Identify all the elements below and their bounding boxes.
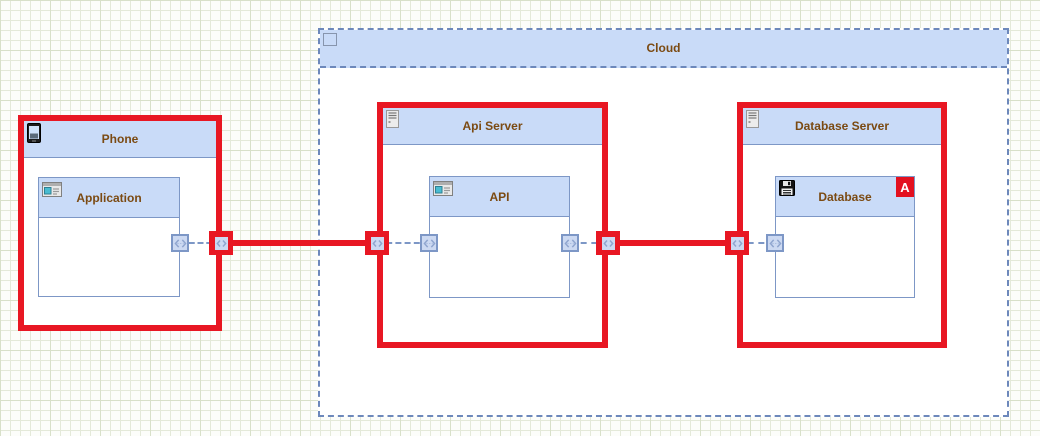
phone-header[interactable]: Phone <box>24 121 216 158</box>
delegation-link-database[interactable] <box>737 242 775 244</box>
boundary-port-apiserver-right[interactable] <box>596 231 620 255</box>
component-application[interactable]: Application <box>38 177 180 297</box>
boundary-port-phone[interactable] <box>209 231 233 255</box>
database-label: Database <box>818 189 872 204</box>
application-label: Application <box>76 190 142 205</box>
window-component-icon <box>42 182 62 197</box>
api-server-header[interactable]: Api Server <box>383 108 602 145</box>
database-server-label: Database Server <box>794 119 890 133</box>
port-api-left[interactable] <box>420 234 438 252</box>
port-bidirectional-arrow-icon <box>731 239 743 247</box>
api-label: API <box>489 189 510 204</box>
port-api-right[interactable] <box>561 234 579 252</box>
server-tower-icon <box>746 110 759 128</box>
database-header[interactable]: Database A <box>776 177 914 217</box>
connector-apiserver-databaseserver[interactable] <box>608 240 737 246</box>
port-bidirectional-arrow-icon <box>215 239 227 247</box>
delegation-link-application[interactable] <box>180 242 221 244</box>
port-bidirectional-arrow-icon <box>173 238 187 248</box>
marker-badge-a[interactable]: A <box>896 177 914 197</box>
floppy-disk-icon <box>779 180 795 196</box>
port-bidirectional-arrow-icon <box>371 239 383 247</box>
window-component-icon <box>433 181 453 196</box>
application-header[interactable]: Application <box>39 178 179 218</box>
port-application-right[interactable] <box>171 234 189 252</box>
boundary-port-apiserver-left[interactable] <box>365 231 389 255</box>
component-api[interactable]: API <box>429 176 570 298</box>
cloud-label: Cloud <box>646 41 681 55</box>
port-bidirectional-arrow-icon <box>563 238 577 248</box>
port-bidirectional-arrow-icon <box>602 239 614 247</box>
component-database[interactable]: Database A <box>775 176 915 298</box>
api-server-label: Api Server <box>462 119 523 133</box>
delegation-link-api-right[interactable] <box>570 242 608 244</box>
delegation-link-api-left[interactable] <box>377 242 429 244</box>
port-bidirectional-arrow-icon <box>768 238 782 248</box>
phone-label: Phone <box>101 132 139 146</box>
phone-icon <box>27 123 41 143</box>
port-database-left[interactable] <box>766 234 784 252</box>
database-server-header[interactable]: Database Server <box>743 108 941 145</box>
port-bidirectional-arrow-icon <box>422 238 436 248</box>
node-symbol-icon <box>323 33 337 46</box>
cloud-header[interactable]: Cloud <box>320 30 1007 68</box>
server-tower-icon <box>386 110 399 128</box>
api-header[interactable]: API <box>430 177 569 217</box>
boundary-port-databaseserver[interactable] <box>725 231 749 255</box>
connector-phone-apiserver[interactable] <box>221 240 377 246</box>
